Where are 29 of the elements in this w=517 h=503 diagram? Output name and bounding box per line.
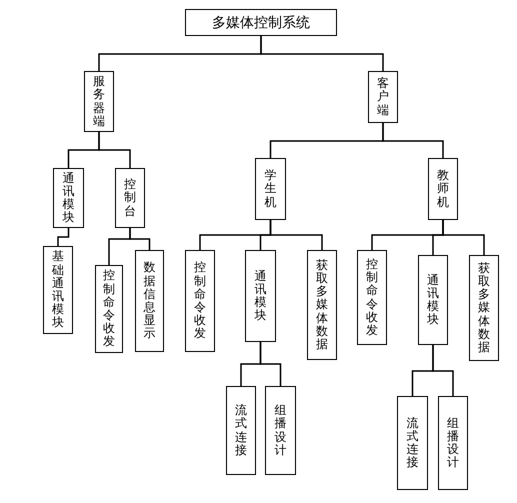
- module-box: 获取多媒体数据: [307, 250, 337, 360]
- connector-line: [432, 345, 454, 396]
- module-box: 控制台: [115, 168, 145, 228]
- connector-line: [382, 123, 444, 158]
- module-box: 客户端: [368, 71, 398, 123]
- module-box: 数据信息显示: [135, 250, 164, 352]
- module-box: 组播设计: [265, 386, 296, 475]
- module-box: 基础通讯模块: [43, 246, 73, 334]
- module-box: 通讯模块: [418, 255, 448, 345]
- module-box: 流式连接: [226, 386, 256, 475]
- module-box: 控制命令收发: [95, 265, 123, 353]
- module-box: 组播设计: [438, 396, 468, 490]
- module-box: 控制命令收发: [357, 250, 387, 345]
- module-box: 通讯模块: [53, 168, 84, 228]
- module-box: 控制命令收发: [185, 250, 215, 352]
- connector-line: [57, 228, 70, 246]
- module-box: 通讯模块: [245, 250, 276, 342]
- connector-line: [270, 220, 323, 250]
- module-box: 学生机: [255, 158, 286, 220]
- connector-line: [98, 132, 131, 168]
- connector-line: [442, 220, 485, 255]
- title-box: 多媒体控制系统: [185, 9, 337, 36]
- connector-line: [260, 342, 282, 386]
- module-box: 获取多媒体数据: [469, 255, 499, 361]
- connector-line: [129, 228, 150, 250]
- module-box: 教师机: [428, 158, 458, 220]
- module-box: 服务器端: [84, 71, 114, 132]
- connector-line: [260, 36, 384, 71]
- module-box: 流式连接: [397, 396, 428, 490]
